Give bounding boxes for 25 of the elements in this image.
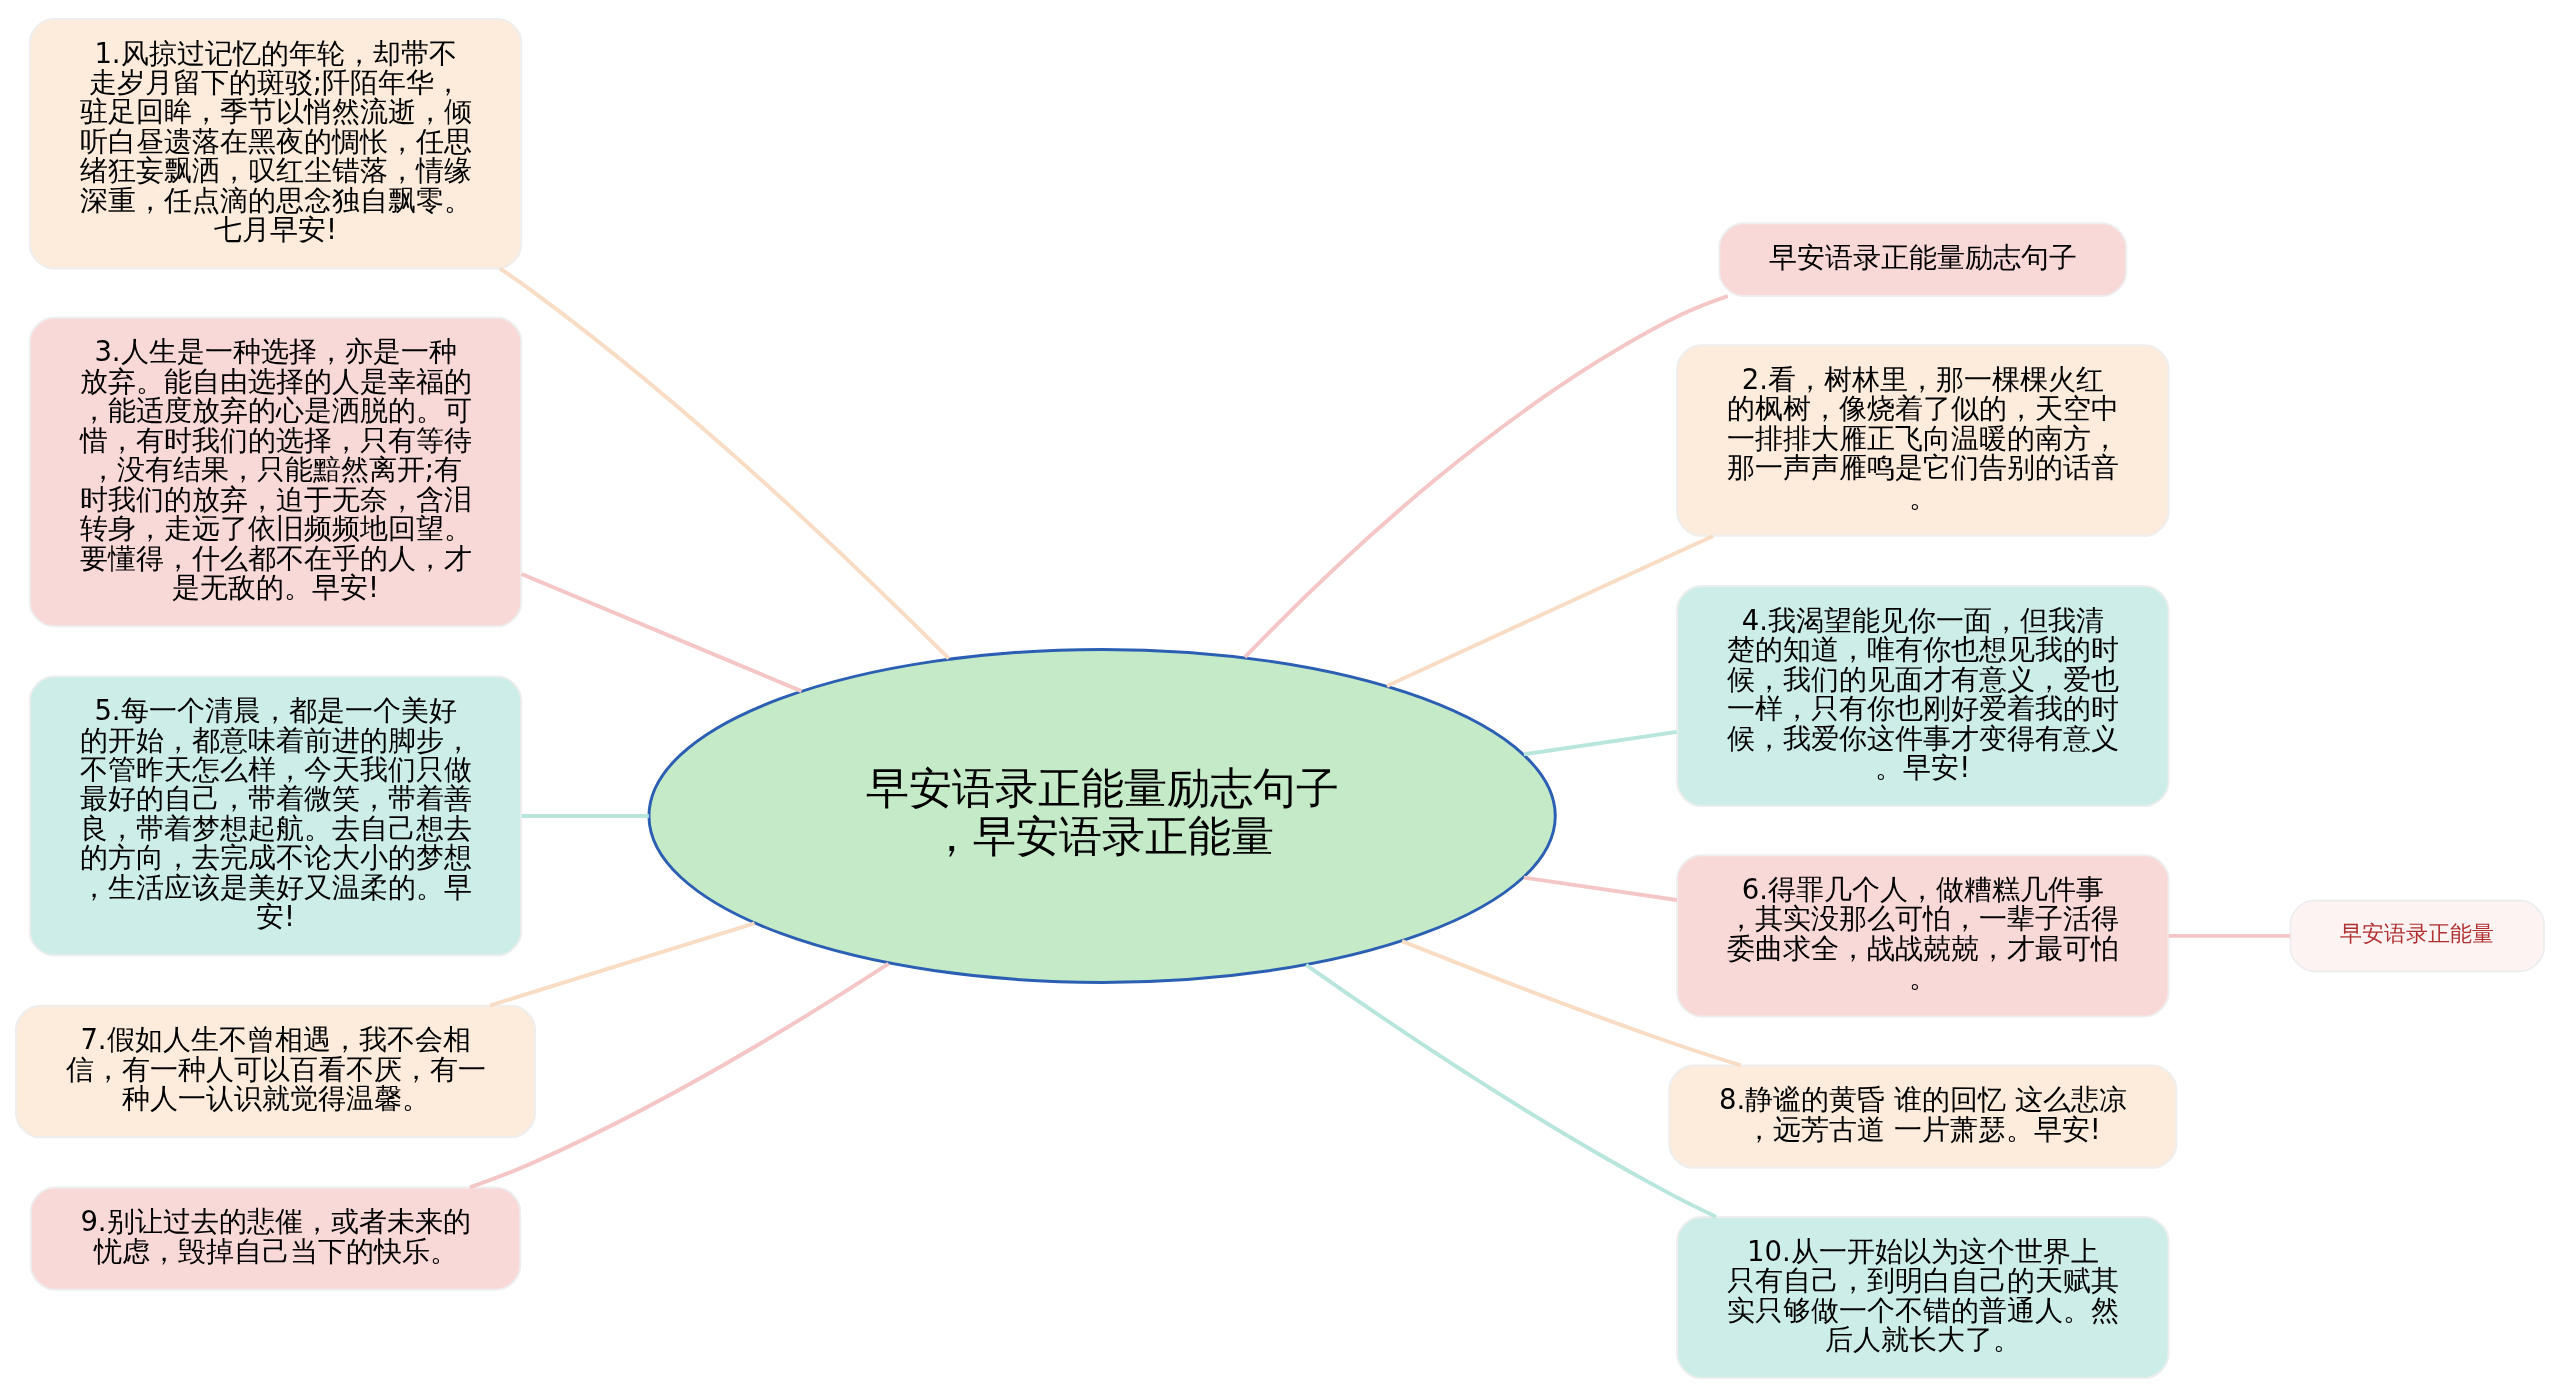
connector bbox=[1401, 939, 1742, 1068]
node-box: 早安语录正能量 bbox=[2289, 899, 2545, 973]
node-box: 4.我渴望能见你一面，但我清楚的知道，唯有你也想见我的时候，我们的见面才有意义，爱也一样，只有你也刚好爱着我的时候，我爱你这件事才变得有意义。早安! bbox=[1676, 584, 2170, 808]
connector bbox=[1523, 729, 1678, 757]
connector bbox=[2168, 933, 2290, 938]
connector bbox=[520, 572, 803, 693]
node-box: 9.别让过去的悲催，或者未来的忧虑，毁掉自己当下的快乐。 bbox=[29, 1186, 522, 1291]
node-ellipse: 早安语录正能量励志句子，早安语录正能量 bbox=[647, 647, 1557, 984]
node-box: 3.人生是一种选择，亦是一种放弃。能自由选择的人是幸福的，能适度放弃的心是洒脱的。可惜，有时我们的选择，只有等待，没有结果，只能黯然离开;有时我们的放弃，迫于无奈，含泪转身，走远了依旧频频地回望。要懂得，什么都不在乎的人，才是无敌的。早安! bbox=[28, 316, 523, 628]
connector bbox=[1304, 963, 1717, 1219]
node-box: 早安语录正能量励志句子 bbox=[1718, 222, 2128, 297]
node-box: 8.静谧的黄昏 谁的回忆 这么悲凉，远芳古道 一片萧瑟。早安! bbox=[1668, 1064, 2178, 1169]
connector bbox=[1386, 534, 1714, 688]
connector bbox=[1523, 875, 1678, 902]
connector bbox=[489, 921, 756, 1008]
connector bbox=[521, 814, 649, 818]
node-box: 1.风掠过记忆的年轮，却带不走岁月留下的斑驳;阡陌年华，驻足回眸，季节以悄然流逝，倾听白昼遗落在黑夜的惆怅，任思绪狂妄飘洒，叹红尘错落，情缘深重，任点滴的思念独自飘零。七月早安! bbox=[28, 17, 523, 270]
node-box: 2.看，树林里，那一棵棵火红的枫树，像烧着了似的，天空中一排排大雁正飞向温暖的南方，那一声声雁鸣是它们告别的话音。 bbox=[1676, 344, 2170, 537]
node-box: 6.得罪几个人，做糟糕几件事，其实没那么可怕，一辈子活得委曲求全，战战兢兢，才最可怕。 bbox=[1676, 854, 2170, 1018]
node-box: 7.假如人生不曾相遇，我不会相信，有一种人可以百看不厌，有一种人一认识就觉得温馨。 bbox=[15, 1004, 536, 1139]
connector bbox=[1243, 294, 1729, 659]
node-box: 10.从一开始以为这个世界上只有自己，到明白自己的天赋其实只够做一个不错的普通人。然后人就长大了。 bbox=[1676, 1215, 2170, 1380]
connector bbox=[469, 961, 890, 1190]
node-box: 5.每一个清晨，都是一个美好的开始，都意味着前进的脚步，不管昨天怎么样，今天我们只做最好的自己，带着微笑，带着善良，带着梦想起航。去自己想去的方向，去完成不论大小的梦想，生活应该是美好又温柔的。早安! bbox=[28, 675, 523, 957]
connector bbox=[498, 266, 951, 660]
